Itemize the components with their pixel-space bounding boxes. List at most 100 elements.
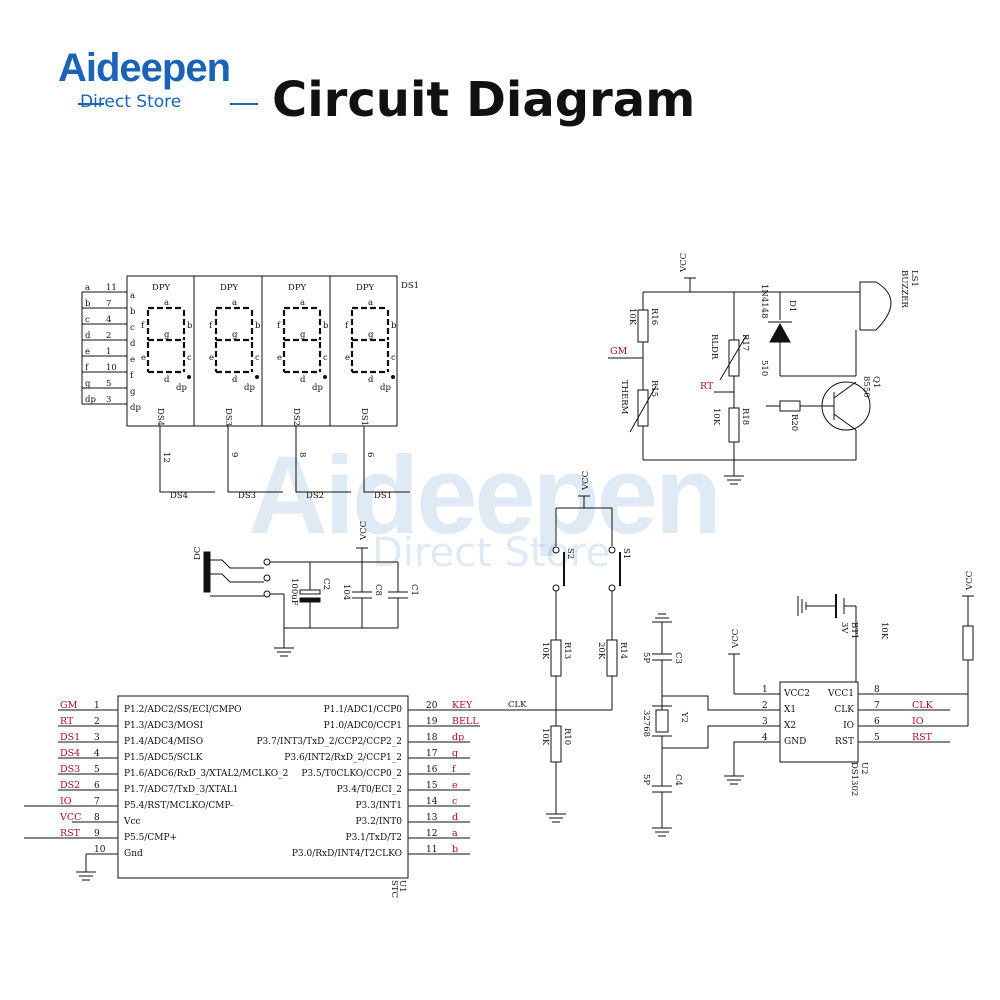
mcu-pin-num-17: 17 [426, 749, 438, 759]
mcu-pin-name-13: P3.2/INT0 [355, 817, 402, 827]
seg-pin-dp-num: 3 [106, 395, 111, 405]
r17-ref: R17 [740, 334, 750, 351]
glyph1-c: c [187, 353, 192, 363]
mcu-net-16: f [452, 764, 457, 775]
r14-ref: R14 [618, 642, 628, 659]
rtc-labels: VCC VCC BT1 3V 10K C3 5P Y2 32768 C4 5P … [641, 571, 975, 796]
seg-pin-g: g [85, 379, 91, 389]
bt1-ref: BT1 [849, 622, 859, 639]
r10-value: 10K [540, 728, 550, 746]
brand-subtitle: Direct Store [80, 92, 182, 112]
mcu-net-20: KEY [452, 700, 473, 711]
rtc-pin-num-8: 8 [874, 685, 880, 695]
buzzer-vcc-label: VCC [679, 253, 689, 273]
mcu-pin-name-17: P3.6/INT2/RxD_2/CCP1_2 [284, 753, 402, 763]
mcu-pin-name-11: P3.0/RxD/INT4/T2CLKO [292, 849, 402, 859]
rtc-net-7: CLK [912, 700, 934, 711]
rtc-vcc-right: VCC [965, 571, 975, 591]
digit-ref-ds3: DS3 [223, 408, 233, 426]
mcu-pin-name-20: P1.1/ADC1/CCP0 [324, 705, 403, 715]
seg-pin-d-num: 2 [106, 331, 111, 341]
glyph1-f: f [141, 321, 145, 331]
mcu-pin-num-3: 3 [94, 733, 100, 743]
r18-value: 10K [711, 408, 721, 426]
rtc-pin-name-3: X2 [784, 721, 796, 731]
glyph4-dp: dp [380, 383, 391, 393]
mcu-pin-num-14: 14 [426, 797, 438, 807]
r20-ref: R20 [789, 414, 799, 431]
glyph1-g: g [164, 330, 170, 340]
rtc-pin-name-1: VCC2 [783, 689, 810, 699]
r18-ref: R18 [740, 408, 750, 425]
c2-value: 100uF [289, 578, 299, 606]
bt1-value: 3V [839, 622, 849, 634]
rtc-net-6: IO [912, 716, 924, 727]
power-vcc-label: VCC [359, 521, 369, 541]
c8-value: 104 [341, 584, 351, 600]
mcu-pin-num-9: 9 [94, 829, 100, 839]
glyph4-f: f [345, 321, 349, 331]
mcu-net-3: DS1 [60, 732, 80, 743]
common-pin-12: 12 [161, 452, 171, 463]
rtc-pin-num-2: 2 [762, 701, 768, 711]
mcu-net-6: DS2 [60, 780, 80, 791]
mcu-pin-num-20: 20 [426, 701, 438, 711]
glyph3-g: g [300, 330, 306, 340]
r10-ref: R10 [562, 728, 572, 745]
c4-ref: C4 [673, 774, 683, 786]
mcu-pin-num-10: 10 [94, 845, 106, 855]
mcu-net-1: GM [60, 700, 78, 711]
buzzer-labels: VCC LS1 BUZZER R16 10K GM R15 THERM R17 … [610, 253, 919, 431]
glyph2-g: g [232, 330, 238, 340]
net-rt: RT [700, 381, 714, 392]
rtc-vcc-left: VCC [731, 629, 741, 649]
mcu-pin-name-1: P1.2/ADC2/SS/ECI/CMPO [124, 705, 242, 715]
r14-value: 20K [596, 642, 606, 660]
key-circuit [408, 495, 621, 823]
mcu-pin-name-4: P1.5/ADC5/SCLK [124, 753, 203, 763]
mcu-net-8: VCC [59, 812, 81, 823]
seg-pin-f: f [85, 363, 89, 373]
dpy-label-2: DPY [220, 283, 239, 293]
rtc-pin-name-7: CLK [834, 705, 854, 715]
common-pin-6: 6 [365, 452, 375, 457]
mcu-net-12: a [452, 828, 458, 839]
glyph3-dp: dp [312, 383, 323, 393]
rtc-circuit [652, 594, 974, 837]
mcu-pin-name-10: Gnd [124, 849, 143, 859]
digit-ref-ds2: DS2 [291, 408, 301, 426]
rtc-pin-name-4: GND [784, 737, 806, 747]
rtc-pin-name-8: VCC1 [827, 689, 854, 699]
mcu-net-2: RT [60, 716, 74, 727]
digit-net-ds3: DS3 [238, 491, 256, 501]
glyph3-f: f [277, 321, 281, 331]
glyph2-dp: dp [244, 383, 255, 393]
glyph4-d: d [368, 375, 374, 385]
mcu-chip [24, 695, 480, 881]
dpy-label-1: DPY [152, 283, 171, 293]
dpy-label-3: DPY [288, 283, 307, 293]
q1-ref: Q1 [871, 376, 881, 388]
s1-ref: S1 [621, 548, 631, 559]
glyph3-b: b [323, 321, 329, 331]
r15-ref: R15 [649, 380, 659, 397]
c1-ref: C1 [409, 584, 419, 596]
seg-pin-b-num: 7 [106, 299, 111, 309]
mcu-net-5: DS3 [60, 764, 80, 775]
rtc-part: DS1302 [849, 762, 859, 796]
seg-pin-e: e [85, 347, 90, 357]
r16-ref: R16 [649, 308, 659, 325]
rtc-pin-num-1: 1 [762, 685, 768, 695]
dc-jack-label: DC [193, 547, 203, 560]
r20-value: 510 [759, 360, 769, 376]
c3-value: 5P [641, 652, 651, 663]
digit-glyphs [146, 306, 395, 379]
seg-pin-g-num: 5 [106, 379, 111, 389]
mcu-net-17: g [452, 748, 458, 759]
mcu-pin-name-3: P1.4/ADC4/MISO [124, 737, 203, 747]
r17-name: RLDR [709, 334, 719, 360]
seg-letter-a: a [130, 291, 135, 301]
